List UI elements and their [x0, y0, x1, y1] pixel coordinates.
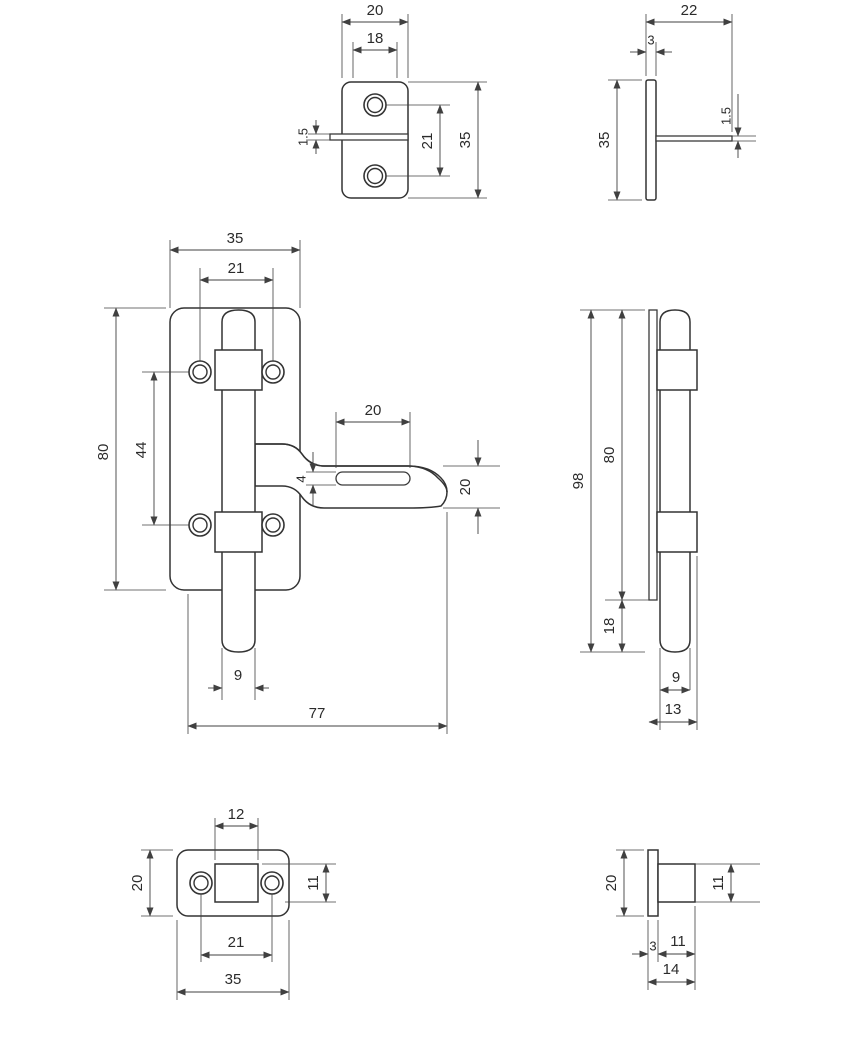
screw-hole-left	[189, 871, 213, 895]
small-plate-flange-slot	[329, 133, 409, 141]
dim-35-height: 35	[457, 81, 482, 199]
dim-44-hole-spacing: 44	[133, 371, 158, 526]
dim-77-overall-length: 77	[187, 705, 448, 730]
plate-edge-profile	[645, 79, 657, 201]
dim-35-height: 35	[596, 79, 621, 201]
dim-label: 1.5	[295, 128, 310, 146]
main-right-view: 98 80 18 9 13	[570, 309, 698, 730]
dim-label: 80	[601, 447, 618, 464]
dim-label: 22	[681, 2, 698, 19]
dim-11-boss-length: 11	[657, 933, 696, 958]
dim-label: 80	[95, 444, 112, 461]
dim-label: 21	[419, 133, 436, 150]
dim-20-plate-height: 20	[603, 849, 628, 917]
dim-20-plate-height: 20	[129, 849, 154, 917]
dim-80-plate-height: 80	[95, 307, 120, 591]
dim-label: 18	[367, 30, 384, 47]
dim-label: 1.5	[718, 107, 733, 125]
dim-label: 14	[663, 961, 680, 978]
dim-18-rod-extension: 18	[601, 599, 626, 653]
dim-9-rod-width: 9	[208, 667, 269, 692]
dim-80-plate-height: 80	[601, 309, 626, 601]
dim-12-opening-width: 12	[214, 806, 259, 830]
strike-plate-opening	[214, 863, 259, 903]
screw-hole-top-left	[188, 360, 212, 384]
dim-label: 12	[228, 806, 245, 823]
screw-hole-lower	[363, 164, 387, 188]
dim-label: 20	[457, 479, 474, 496]
screw-hole-right	[260, 871, 284, 895]
dim-label: 20	[603, 875, 620, 892]
screw-hole-bottom-left	[188, 513, 212, 537]
bottom-left-view: 12 20 11 21 35	[129, 806, 336, 1000]
dim-21-hole-spacing: 21	[200, 934, 273, 959]
dim-1p5-thickness: 1.5	[295, 120, 330, 154]
dim-label: 35	[225, 971, 242, 988]
dim-21-hole-spacing: 21	[419, 104, 444, 177]
dim-4-slot-width: 4	[293, 452, 336, 505]
dim-20-arm-height: 20	[457, 440, 482, 534]
dim-label: 35	[596, 132, 613, 149]
plate-edge-profile	[647, 849, 659, 917]
latch-rod	[221, 309, 256, 653]
latch-arm-slot	[335, 471, 411, 486]
dim-label: 35	[227, 230, 244, 247]
bottom-right-view: 20 11 3 11 14	[603, 849, 760, 990]
dim-20-slot-length: 20	[335, 402, 411, 426]
top-left-view: 20 18 35 21 1.5	[295, 2, 487, 199]
dim-3-plate-thickness: 3	[632, 938, 657, 958]
plate-edge-profile	[648, 309, 658, 601]
dim-label: 20	[129, 875, 146, 892]
dim-label: 98	[570, 473, 587, 490]
rod-edge-profile	[659, 309, 691, 653]
dim-1p5-thickness: 1.5	[718, 94, 742, 158]
screw-hole-bottom-right	[261, 513, 285, 537]
rod-collar-lower	[214, 511, 263, 553]
dim-label: 44	[133, 442, 150, 459]
dim-label: 11	[710, 875, 727, 891]
dim-label: 3	[649, 938, 656, 953]
collar-upper-edge-profile	[656, 349, 698, 391]
main-left-view: 35 21 80 44 20	[95, 230, 500, 734]
dim-label: 20	[365, 402, 382, 419]
dim-label: 77	[309, 705, 326, 722]
boss-edge-profile	[657, 863, 696, 903]
dim-label: 18	[601, 618, 618, 635]
dim-label: 13	[665, 701, 682, 718]
collar-lower-edge-profile	[656, 511, 698, 553]
dim-label: 4	[293, 475, 308, 482]
dim-35-plate-width: 35	[176, 971, 290, 996]
dim-21-hole-spacing: 21	[199, 260, 274, 284]
dim-98-overall-height: 98	[570, 309, 595, 653]
flange-edge-profile	[655, 135, 733, 142]
screw-hole-upper	[363, 93, 387, 117]
dim-13-overall-thickness: 13	[648, 701, 698, 726]
top-right-view: 22 3 35 1.5	[596, 2, 756, 201]
dim-9-rod-thickness: 9	[659, 669, 691, 694]
dim-35-plate-width: 35	[169, 230, 301, 254]
dim-18-width: 18	[352, 30, 398, 54]
dim-label: 20	[367, 2, 384, 19]
screw-hole-top-right	[261, 360, 285, 384]
dim-11-opening-height: 11	[305, 863, 330, 903]
dim-label: 21	[228, 260, 245, 277]
dim-3-thickness: 3	[630, 32, 672, 56]
dim-label: 9	[234, 667, 242, 684]
dim-22-width: 22	[645, 2, 733, 26]
dim-label: 11	[670, 933, 686, 950]
rod-collar-upper	[214, 349, 263, 391]
dim-label: 35	[457, 132, 474, 149]
dim-20-width: 20	[341, 2, 409, 26]
dim-label: 9	[672, 669, 680, 686]
latch-arm-top-edge	[255, 443, 448, 493]
dim-label: 11	[305, 875, 322, 891]
dim-11-boss-height: 11	[710, 863, 735, 903]
dim-label: 21	[228, 934, 245, 951]
dim-14-overall-thickness: 14	[647, 961, 696, 986]
dim-label: 3	[647, 32, 654, 47]
